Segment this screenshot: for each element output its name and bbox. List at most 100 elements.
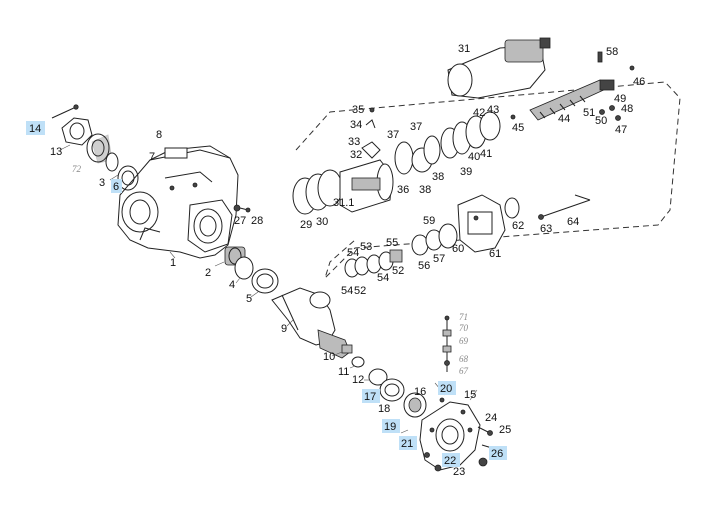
- label-53: 52: [392, 265, 404, 277]
- label-17: 17: [364, 391, 376, 403]
- label-62: 61: [489, 248, 501, 260]
- label-59: 58: [606, 46, 618, 58]
- piston-part: [292, 159, 394, 215]
- cover-bearing-part: [403, 392, 427, 418]
- alt-label-67: 67: [459, 366, 469, 376]
- valve-housing-part: [447, 37, 551, 99]
- label-10: 10: [323, 351, 335, 363]
- valve-stack-part: [442, 315, 452, 372]
- label-46: 45: [512, 122, 524, 134]
- small-bolts: [233, 204, 251, 213]
- label-38: 37: [410, 121, 422, 133]
- bolt-part: [51, 104, 79, 119]
- label-28: 28: [251, 215, 263, 227]
- label-15: 15: [464, 389, 476, 401]
- label-47: 46: [633, 76, 645, 88]
- label-27: 27: [234, 215, 246, 227]
- label-57: 56: [418, 260, 430, 272]
- ring-part: [234, 256, 254, 280]
- valve-body-part: [457, 194, 506, 253]
- label-51: 50: [595, 115, 607, 127]
- label-56: 55: [386, 237, 398, 249]
- label-41: 40: [468, 151, 480, 163]
- label-14: 14: [29, 123, 41, 135]
- label-13: 13: [50, 146, 62, 158]
- label-11: 11: [338, 366, 349, 378]
- retaining-ring-part: [105, 152, 139, 191]
- label-21: 21: [401, 438, 413, 450]
- label-24: 24: [485, 412, 497, 424]
- label-6: 6: [113, 181, 119, 193]
- label-23: 23: [453, 466, 465, 478]
- alt-label-68: 68: [459, 354, 469, 364]
- label-52: 51: [583, 107, 595, 119]
- worm-shaft-part: [529, 79, 615, 121]
- worm-rings: [423, 111, 501, 165]
- highlight-boxes: [26, 121, 507, 467]
- seal-part: [251, 268, 279, 294]
- label-8: 8: [156, 129, 162, 141]
- label-34: 34: [350, 119, 362, 131]
- label-53-b: 52: [354, 285, 366, 297]
- label-40: 39: [460, 166, 472, 178]
- label-29: 29: [300, 219, 312, 231]
- label-9: 9: [281, 323, 287, 335]
- label-54: 53: [360, 241, 372, 253]
- label-5: 5: [246, 293, 252, 305]
- label-18: 18: [378, 403, 390, 415]
- label-50: 49: [614, 93, 626, 105]
- label-33: 33: [348, 136, 360, 148]
- label-19: 19: [384, 421, 396, 433]
- assembly-boundary-dashed: [295, 81, 681, 279]
- label-64: 63: [540, 223, 552, 235]
- label-3: 3: [99, 177, 105, 189]
- label-58: 57: [433, 253, 445, 265]
- steering-gear-housing: [117, 145, 239, 259]
- label-38-b: 38: [419, 184, 431, 196]
- label-25: 25: [499, 424, 511, 436]
- label-44: 43: [487, 104, 499, 116]
- alt-label-72: 72: [72, 164, 82, 174]
- label-35: 35: [352, 104, 364, 116]
- nut-part: [61, 117, 93, 146]
- label-16: 16: [414, 386, 426, 398]
- label-4: 4: [229, 279, 235, 291]
- label-7: 7: [149, 151, 155, 163]
- label-42: 41: [480, 148, 492, 160]
- label-32: 32: [350, 149, 362, 161]
- long-bolt-part: [538, 194, 591, 220]
- label-36: 36: [397, 184, 409, 196]
- label-26: 26: [491, 448, 503, 460]
- label-2: 2: [205, 267, 211, 279]
- label-49: 48: [621, 103, 633, 115]
- label-45: 44: [558, 113, 570, 125]
- alternate-part-numbers: 72 71 70 69 68 67: [72, 164, 469, 376]
- label-20: 20: [440, 383, 452, 395]
- alt-label-69: 69: [459, 336, 469, 346]
- label-60: 59: [423, 215, 435, 227]
- cover-bolts: [424, 397, 493, 472]
- valve-seal-part: [504, 197, 520, 219]
- label-30: 30: [316, 216, 328, 228]
- label-39: 38: [432, 171, 444, 183]
- alt-label-71: 71: [459, 312, 468, 322]
- label-31-1: 31.1: [333, 197, 354, 209]
- lower-valve-rings: [344, 223, 458, 278]
- label-55-53: 54: [341, 285, 353, 297]
- label-37-a: 37: [387, 129, 399, 141]
- label-63: 62: [512, 220, 524, 232]
- label-55-a: 54: [347, 247, 359, 259]
- label-55-b: 54: [377, 272, 389, 284]
- label-31: 31: [458, 43, 470, 55]
- shaft-hardware: [510, 51, 635, 121]
- label-22: 22: [444, 455, 456, 467]
- side-cover-part: [419, 401, 481, 471]
- label-1: 1: [170, 257, 176, 269]
- label-61: 60: [452, 243, 464, 255]
- label-12: 12: [352, 374, 364, 386]
- label-48: 47: [615, 124, 627, 136]
- alt-label-70: 70: [459, 323, 469, 333]
- label-65: 64: [567, 216, 579, 228]
